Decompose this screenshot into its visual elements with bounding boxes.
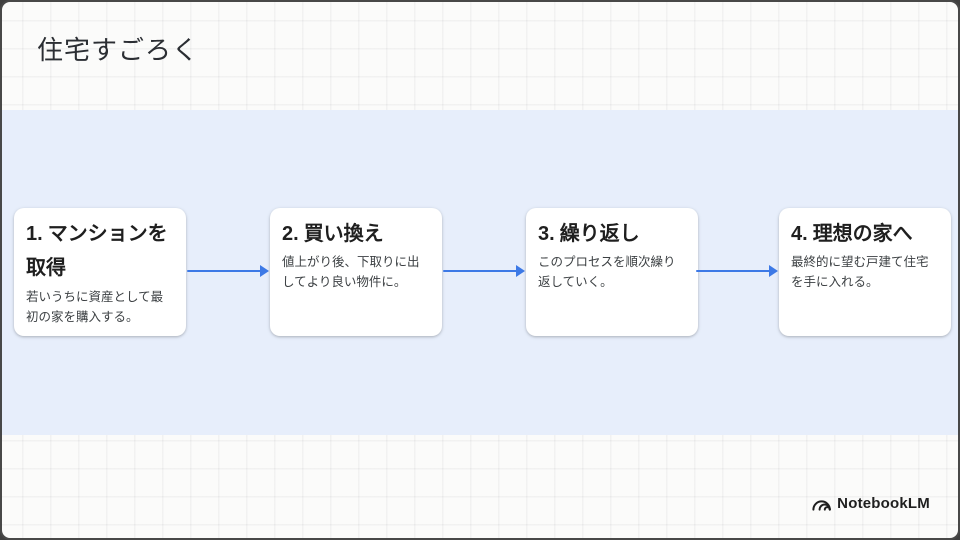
- step-3-number: 3.: [538, 223, 555, 245]
- page-title: 住宅すごろく: [37, 35, 200, 65]
- step-1-number: 1.: [26, 223, 43, 245]
- step-1-heading: 1.マンションを取得: [26, 217, 174, 286]
- step-1-title: マンションを取得: [26, 223, 168, 280]
- step-4-title: 理想の家へ: [812, 223, 913, 245]
- step-3-title: 繰り返し: [559, 223, 640, 245]
- arrow-head-icon: [769, 265, 778, 277]
- step-card-2: 2.買い換え 値上がり後、下取りに出してより良い物件に。: [270, 208, 442, 336]
- step-2-description: 値上がり後、下取りに出してより良い物件に。: [282, 255, 420, 290]
- step-4-number: 4.: [791, 223, 808, 245]
- step-card-1: 1.マンションを取得 若いうちに資産として最初の家を購入する。: [14, 208, 186, 336]
- notebooklm-wordmark: NotebookLM: [837, 495, 930, 512]
- step-4-heading: 4.理想の家へ: [791, 217, 939, 251]
- step-card-4: 4.理想の家へ 最終的に望む戸建て住宅を手に入れる。: [779, 208, 951, 336]
- arrow-shaft: [187, 269, 262, 273]
- step-2-number: 2.: [282, 223, 299, 245]
- step-2-heading: 2.買い換え: [282, 217, 430, 251]
- arrow-head-icon: [260, 265, 269, 277]
- flow-arrow-1: [187, 264, 269, 278]
- flow-arrow-3: [696, 264, 778, 278]
- arrow-head-icon: [516, 265, 525, 277]
- flow-arrow-2: [443, 264, 525, 278]
- notebooklm-logo: NotebookLM: [812, 495, 930, 512]
- step-card-3: 3.繰り返し このプロセスを順次繰り返していく。: [526, 208, 698, 336]
- step-3-heading: 3.繰り返し: [538, 217, 686, 251]
- arrow-shaft: [443, 269, 518, 273]
- step-4-description: 最終的に望む戸建て住宅を手に入れる。: [791, 255, 929, 290]
- step-3-description: このプロセスを順次繰り返していく。: [538, 255, 676, 290]
- step-2-title: 買い換え: [303, 223, 384, 245]
- arrow-shaft: [696, 269, 771, 273]
- notebooklm-wave-icon: [812, 500, 831, 511]
- step-1-description: 若いうちに資産として最初の家を購入する。: [26, 289, 164, 324]
